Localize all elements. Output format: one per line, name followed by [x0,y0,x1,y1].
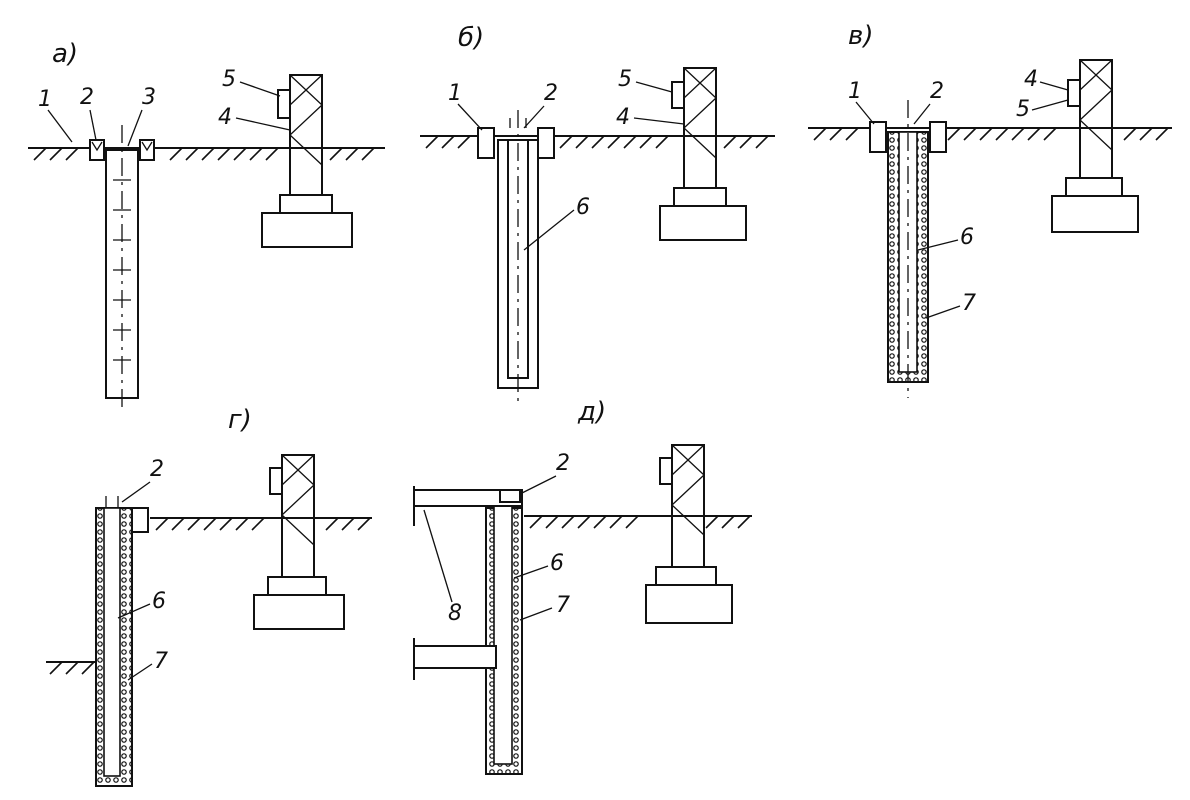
building-column [281,454,315,578]
footing-lower [645,584,733,624]
footing-upper [267,576,327,596]
trench-ticks [113,179,131,361]
panel-g-label: г) [228,405,252,435]
footing-lower [659,205,747,241]
footing-lower [1051,195,1139,233]
callout-6: 6 [152,589,166,614]
building-column [671,444,705,568]
callout-2: 2 [150,457,164,482]
building-column [1079,59,1113,179]
reinforcement-cage [103,507,121,777]
callout-1: 1 [848,79,862,104]
guide-wall-right [537,127,555,159]
panel-v: в) 1 2 4 5 6 7 [808,21,1172,398]
panel-a: а) 1 2 [28,39,385,408]
column-bracing [671,444,705,536]
bracket [269,467,283,495]
bracket [671,81,685,109]
building-column [289,74,323,196]
column-bracing [683,67,717,159]
callout-2: 2 [556,451,570,476]
top-cap [499,489,521,503]
ground-hatch [529,515,751,529]
callout-6: 6 [960,225,974,250]
footing-upper [1065,177,1123,197]
bracket [659,457,673,485]
footing-upper [673,187,727,207]
panel-a-label: а) [52,39,78,69]
callout-7: 7 [962,291,976,316]
callout-2: 2 [544,81,558,106]
panel-b: б) 1 2 4 5 6 [420,23,775,405]
footing-upper [279,194,333,214]
bracket [277,89,291,119]
callout-4: 4 [218,105,232,130]
building-column [683,67,717,189]
guide-wall-left [477,127,495,159]
callout-2: 2 [930,79,944,104]
excavation-hatch [49,661,95,675]
callout-6: 6 [576,195,590,220]
panel-v-label: в) [848,21,873,51]
callout-7: 7 [154,649,168,674]
callout-5: 5 [222,67,236,92]
strut-lower [413,645,497,669]
column-bracing [289,74,323,166]
cage-top [105,496,119,508]
column-bracing [1079,59,1113,151]
callout-7: 7 [556,593,570,618]
reinforcement-cage [493,489,513,765]
ground-hatch [425,135,769,149]
callout-4: 4 [1024,67,1038,92]
callout-5: 5 [1016,97,1030,122]
callout-3: 3 [142,85,156,110]
ground-hatch [813,127,1169,141]
footing-upper [655,566,717,586]
callout-4: 4 [616,105,630,130]
footing-lower [261,212,353,248]
panel-b-label: б) [458,23,484,53]
column-bracing [281,454,315,546]
ground-hatch [33,147,375,161]
footing-lower [253,594,345,630]
ground-hatch [155,517,371,531]
callout-5: 5 [618,67,632,92]
guide-wall-right [929,121,947,153]
callout-2: 2 [80,85,94,110]
panel-d-label: д) [577,397,606,427]
callout-1: 1 [38,87,52,112]
callout-1: 1 [448,81,462,106]
panel-g: г) 2 6 7 [46,405,372,787]
bracket [1067,79,1081,107]
panel-d: д) 2 6 7 8 [413,397,752,775]
callout-6: 6 [550,551,564,576]
guide-wall-left [869,121,887,153]
callout-8: 8 [448,601,462,626]
